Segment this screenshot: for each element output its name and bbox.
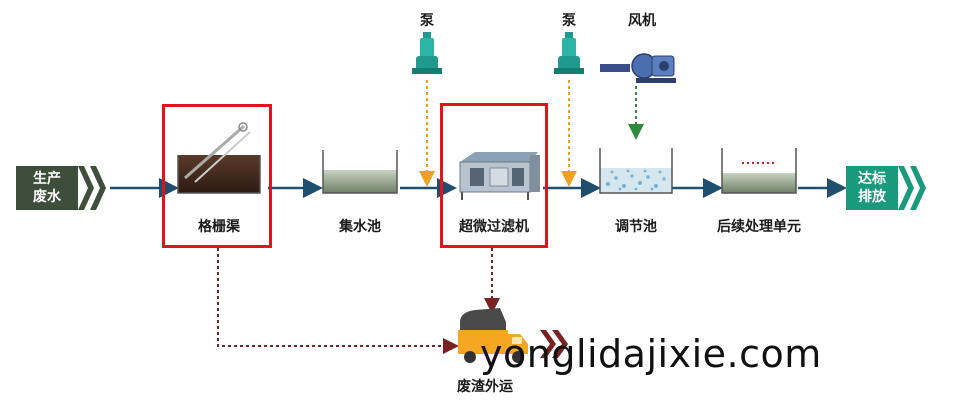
pump2-label: 泵: [562, 13, 576, 29]
output-label: 达标 排放: [846, 170, 898, 206]
collection-tank-label: 集水池: [339, 219, 381, 235]
truck-chevrons: [540, 330, 568, 358]
filter-highlight-box: [440, 103, 548, 248]
output-label-line1: 达标: [858, 171, 886, 187]
screen-channel-label: 格栅渠: [198, 219, 240, 235]
post-treatment-tank: [721, 148, 797, 194]
input-wastewater-block: [16, 166, 106, 210]
pump-icon: [554, 32, 584, 74]
pump-icon: [412, 32, 442, 74]
watermark-text: yonglidajixie.com: [480, 332, 822, 376]
input-label-line2: 废水: [33, 189, 61, 205]
micro-filter-machine: [459, 152, 540, 200]
screen-highlight-box: [162, 104, 272, 248]
blower-label: 风机: [628, 13, 656, 29]
regulating-tank-label: 调节池: [615, 219, 657, 235]
blower-icon: [600, 53, 676, 83]
input-label: 生产 废水: [16, 170, 78, 206]
truck-icon: [458, 308, 528, 363]
input-label-line1: 生产: [33, 171, 61, 187]
post-treatment-label: 后续处理单元: [717, 219, 801, 235]
output-discharge-block: [846, 166, 926, 210]
pump1-label: 泵: [420, 13, 434, 29]
collection-tank: [322, 150, 398, 194]
output-label-line2: 排放: [858, 189, 886, 205]
regulating-tank: [599, 148, 673, 194]
screen-sludge-line: [217, 248, 459, 354]
screen-channel-tank: [177, 122, 261, 194]
sludge-transport-label: 废渣外运: [457, 379, 513, 395]
micro-filter-label: 超微过滤机: [459, 219, 529, 235]
